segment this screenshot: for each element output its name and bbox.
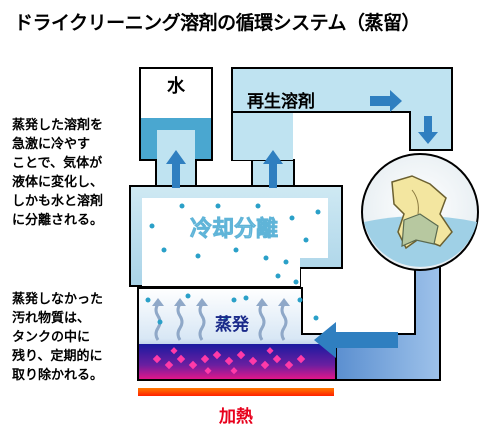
arrow-up-icon bbox=[166, 150, 186, 188]
residue-note: 蒸発しなかった 汚れ物質は、 タンクの中に 残り、定期的に 取り除かれる。 bbox=[12, 292, 104, 383]
dirt-particles bbox=[152, 347, 306, 375]
vapor-dots bbox=[145, 203, 321, 325]
clothes-icon bbox=[391, 175, 453, 250]
chamber-neck bbox=[142, 258, 300, 286]
cooling-note: 蒸発した溶剤を 急激に冷やす ことで、気体が 液体に変化し、 しかも水と溶剤 に… bbox=[12, 118, 104, 228]
diagram-title: ドライクリーニング溶剤の循環システム（蒸留） bbox=[14, 12, 421, 34]
cooling-separation-label: 冷却分離 bbox=[190, 216, 278, 242]
arrow-left-icon bbox=[314, 322, 398, 358]
arrow-right-icon bbox=[370, 90, 402, 112]
heating-label: 加熱 bbox=[218, 406, 253, 427]
evaporation-label: 蒸発 bbox=[215, 314, 250, 335]
return-pipe bbox=[335, 261, 441, 381]
water-label: 水 bbox=[167, 75, 186, 97]
wavy-vapor-arrow-icon bbox=[154, 303, 288, 341]
heating-plate bbox=[138, 388, 334, 396]
arrow-down-icon bbox=[418, 116, 438, 144]
vapor-arrowheads bbox=[152, 298, 290, 306]
arrow-up-icon bbox=[263, 150, 283, 188]
recycled-solvent-label: 再生溶剤 bbox=[247, 91, 315, 112]
